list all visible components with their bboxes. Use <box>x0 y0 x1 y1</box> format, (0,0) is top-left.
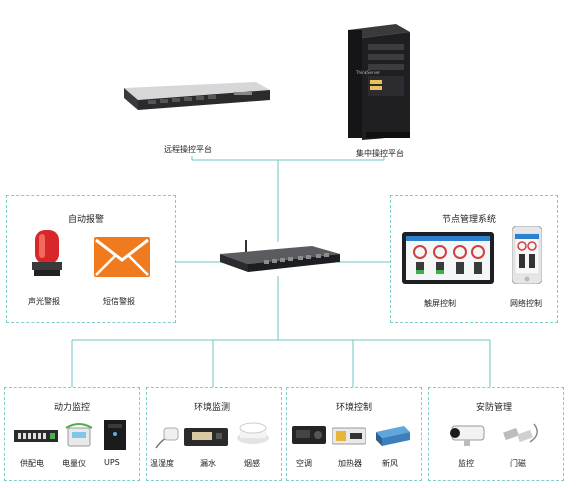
remote-platform-label: 远程操控平台 <box>164 145 212 154</box>
environment-monitor-title: 环境监测 <box>194 403 231 413</box>
sms-alarm-label: 短信警报 <box>103 297 135 306</box>
network-control-label: 网络控制 <box>510 299 542 308</box>
temperature-humidity-sensor-icon <box>155 427 179 449</box>
auto-alarm-group <box>6 195 176 323</box>
auto-alarm-title: 自动报警 <box>68 215 105 225</box>
rack-server-icon <box>124 82 270 110</box>
node-management-title: 节点管理系统 <box>442 215 497 225</box>
node-management-group <box>390 195 558 323</box>
security-camera-icon <box>450 425 485 446</box>
power-monitor-title: 动力监控 <box>54 403 91 413</box>
server-brand-label: ThinkServer <box>356 70 381 75</box>
air-conditioner-icon <box>292 426 326 444</box>
smoke-detector-icon <box>237 422 269 444</box>
sound-light-alarm-label: 声光警报 <box>28 297 60 306</box>
security-management-group <box>428 387 564 481</box>
envelope-icon <box>94 237 150 277</box>
temperature-humidity-label: 温湿度 <box>150 459 174 468</box>
fresh-air-label: 新风 <box>382 459 398 468</box>
ups-icon <box>104 420 126 450</box>
environment-control-group <box>286 387 422 481</box>
tower-server-icon <box>348 24 410 140</box>
door-magnet-label: 门磁 <box>510 459 526 468</box>
surveillance-label: 监控 <box>458 459 474 468</box>
power-meter-label: 电量仪 <box>62 459 86 468</box>
heater-label: 加热器 <box>338 459 362 468</box>
central-platform-label: 集中操控平台 <box>356 149 404 158</box>
water-leak-detector-icon <box>184 428 228 446</box>
environment-monitor-group <box>146 387 282 481</box>
air-conditioner-label: 空调 <box>296 459 312 468</box>
alarm-beacon-icon <box>32 230 62 276</box>
power-distribution-icon <box>14 430 58 442</box>
water-leak-label: 漏水 <box>200 459 216 468</box>
door-magnet-icon <box>503 423 538 443</box>
touchscreen-monitor-icon <box>402 232 494 284</box>
smoke-label: 烟感 <box>244 459 260 468</box>
environment-control-title: 环境控制 <box>336 403 373 413</box>
ups-label: UPS <box>104 458 120 467</box>
smartphone-icon <box>512 226 542 284</box>
power-monitor-group <box>4 387 140 481</box>
power-meter-icon <box>65 423 93 447</box>
heater-icon <box>332 427 366 445</box>
controller-device-icon <box>220 240 340 272</box>
touch-control-label: 触屏控制 <box>424 299 456 308</box>
security-management-title: 安防管理 <box>476 403 513 413</box>
fresh-air-unit-icon <box>376 426 410 446</box>
power-distribution-label: 供配电 <box>20 459 44 468</box>
